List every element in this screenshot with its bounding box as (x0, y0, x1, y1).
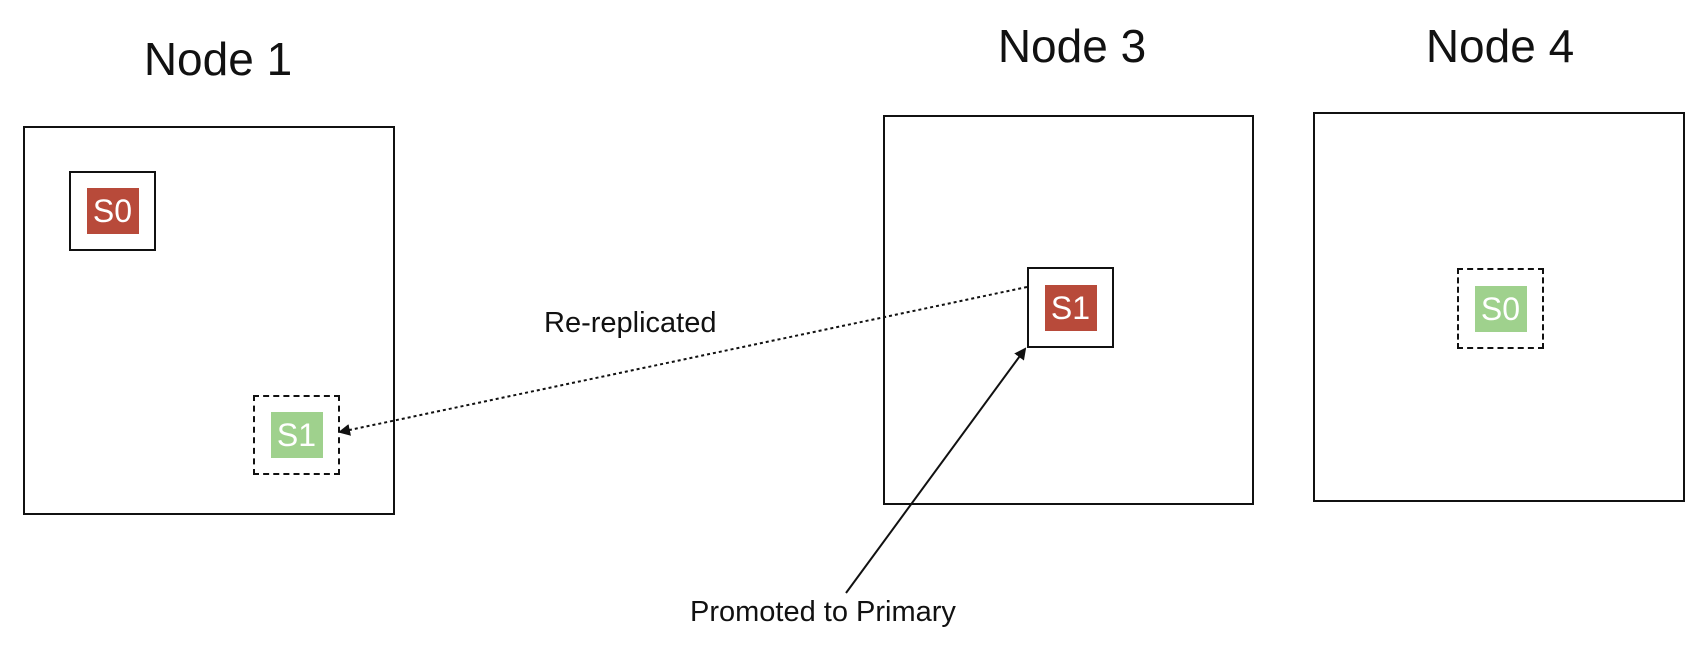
node-1-shard-s1: S1 (270, 412, 323, 458)
node-1-title: Node 1 (143, 33, 293, 85)
node-1-shard-s0: S0 (86, 188, 139, 234)
node-4-title: Node 4 (1425, 20, 1575, 72)
node-3-title: Node 3 (997, 20, 1147, 72)
node-1-box: S0 S1 (23, 126, 395, 515)
node-3-shard-s1-frame: S1 (1027, 267, 1114, 348)
re-replicated-label: Re-replicated (544, 307, 717, 339)
promoted-label: Promoted to Primary (690, 596, 956, 628)
node-3-box: S1 (883, 115, 1254, 505)
node-1-shard-s0-frame: S0 (69, 171, 156, 251)
node-4-shard-s0-frame: S0 (1457, 268, 1544, 349)
node-1-shard-s1-frame: S1 (253, 395, 340, 475)
node-3-shard-s1: S1 (1044, 284, 1097, 331)
node-4-box: S0 (1313, 112, 1685, 502)
node-4-shard-s0: S0 (1474, 285, 1527, 332)
